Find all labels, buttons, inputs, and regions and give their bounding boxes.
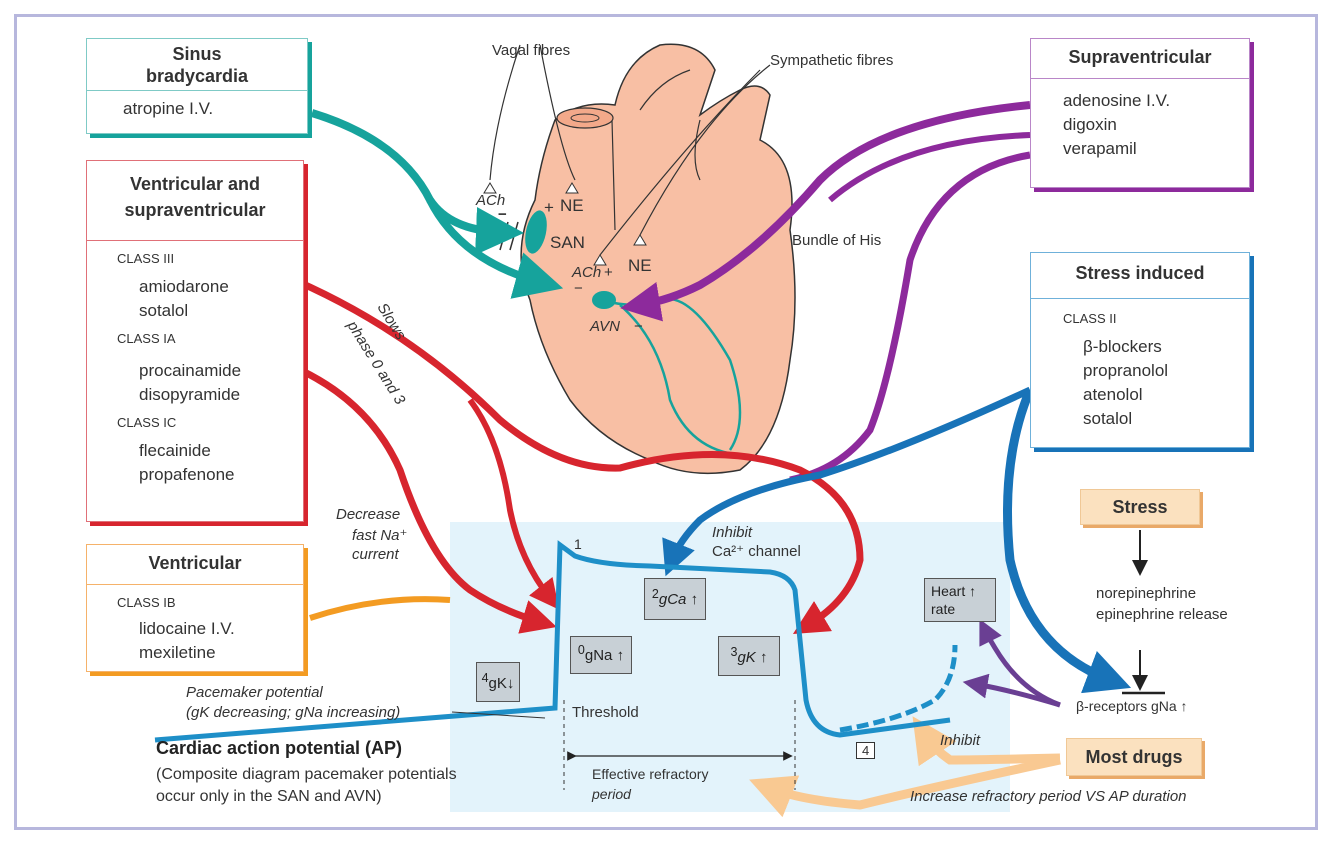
- caption-line-2: occur only in the SAN and AVN): [156, 788, 382, 805]
- gna-phase-number: 0: [577, 643, 585, 657]
- minus-label-3: −: [634, 318, 643, 335]
- decrease-label-3: current: [352, 546, 399, 563]
- gk-label: gK: [737, 649, 756, 666]
- propranolol-label: propranolol: [1083, 361, 1169, 380]
- increase-refractory-label: Increase refractory period VS AP duratio…: [910, 788, 1187, 805]
- pacemaker-label-2: (gK decreasing; gNa increasing): [186, 704, 401, 721]
- inhibit-label: Inhibit: [940, 732, 981, 749]
- gk-phase4-box: 4gK↓: [476, 662, 520, 702]
- pacemaker-label-1: Pacemaker potential: [186, 684, 323, 701]
- sinus-bradycardia-box: Sinus bradycardia atropine I.V.: [86, 38, 308, 134]
- caption-line-1: (Composite diagram pacemaker potentials: [156, 766, 457, 783]
- figure-frame: [14, 14, 1318, 830]
- atenolol-label: atenolol: [1083, 385, 1143, 404]
- beta-receptors-label: β-receptors gNa ↑: [1076, 698, 1188, 714]
- adenosine-label: adenosine I.V.: [1063, 91, 1171, 110]
- inhibit-ca-label-1: Inhibit: [712, 524, 753, 541]
- inhibit-ca-label-2: Ca²⁺ channel: [712, 543, 801, 560]
- gca-box: 2gCa ↑: [644, 578, 706, 620]
- heart-rate-box: Heart ↑ rate: [924, 578, 996, 622]
- vagal-fibres-label: Vagal fibres: [492, 42, 571, 59]
- erp-label-1: Effective refractory: [592, 766, 709, 782]
- san-label: SAN: [550, 233, 585, 252]
- mexiletine-label: mexiletine: [139, 643, 216, 662]
- plus-label-2: +: [604, 264, 613, 281]
- disopyramide-label: disopyramide: [139, 385, 241, 404]
- phase-4-label: 4: [856, 742, 876, 759]
- class-ia-label: CLASS IA: [117, 331, 176, 346]
- threshold-label: Threshold: [572, 704, 639, 721]
- verapamil-label: verapamil: [1063, 139, 1137, 158]
- plus-label-1: +: [544, 198, 554, 217]
- class-iii-label: CLASS III: [117, 251, 175, 266]
- ventricular-title: Ventricular: [87, 545, 303, 585]
- decrease-label-1: Decrease: [336, 506, 401, 523]
- ventricular-box: Ventricular CLASS IB lidocaine I.V. mexi…: [86, 544, 304, 672]
- minus-label-1: −: [498, 206, 507, 223]
- beta-blockers-label: β-blockers: [1083, 337, 1162, 356]
- bundle-of-his-label: Bundle of His: [792, 232, 882, 249]
- gk-box: 3gK ↑: [718, 636, 780, 676]
- epinephrine-release-label: epinephrine release: [1096, 606, 1228, 623]
- phase-1-label: 1: [574, 536, 582, 552]
- gk4-phase-number: 4: [481, 671, 489, 685]
- ach-label-1: ACh: [476, 192, 506, 209]
- heart-rate-label-1: Heart: [931, 583, 966, 599]
- gna-label: gNa: [584, 647, 613, 664]
- ach-label-2: ACh: [572, 264, 602, 281]
- erp-label-2: period: [592, 786, 631, 802]
- decrease-label-2: fast Na⁺: [352, 527, 408, 544]
- gk-phase-number: 3: [730, 645, 738, 659]
- stress-induced-box: Stress induced CLASS II β-blockers propr…: [1030, 252, 1250, 448]
- gca-phase-number: 2: [651, 587, 659, 601]
- gk4-label: gK: [488, 675, 507, 692]
- flecainide-label: flecainide: [139, 441, 211, 460]
- supraventricular-title: Supraventricular: [1031, 39, 1249, 79]
- procainamide-label: procainamide: [139, 361, 242, 380]
- class-ic-label: CLASS IC: [117, 415, 177, 430]
- sinus-bradycardia-title: Sinus bradycardia: [87, 39, 307, 91]
- gna-box: 0gNa ↑: [570, 636, 632, 674]
- sotalol-label: sotalol: [139, 301, 189, 320]
- supraventricular-box: Supraventricular adenosine I.V. digoxin …: [1030, 38, 1250, 188]
- stress-box: Stress: [1080, 489, 1200, 525]
- atropine-label: atropine I.V.: [123, 99, 214, 118]
- norepinephrine-label: norepinephrine: [1096, 585, 1197, 602]
- class-ii-label: CLASS II: [1063, 311, 1117, 326]
- class-ib-label: CLASS IB: [117, 595, 176, 610]
- beta-receptors-text: β-receptors gNa: [1076, 698, 1177, 714]
- heart-illustration: [520, 43, 796, 475]
- most-drugs-box: Most drugs: [1066, 738, 1202, 776]
- sympathetic-fibres-label: Sympathetic fibres: [770, 52, 894, 69]
- ne-label-1: NE: [560, 196, 584, 215]
- heart-rate-label-2: rate: [931, 601, 956, 617]
- stress-induced-title: Stress induced: [1031, 253, 1249, 299]
- avn-label: AVN: [590, 318, 621, 335]
- digoxin-label: digoxin: [1063, 115, 1117, 134]
- minus-label-2: −: [574, 280, 583, 297]
- caption-title: Cardiac action potential (AP): [156, 738, 403, 758]
- ventricular-supraventricular-title: Ventricular and supraventricular: [87, 161, 303, 241]
- gca-label: gCa: [658, 591, 687, 608]
- caption-text: (Composite diagram pacemaker potentials …: [156, 764, 576, 808]
- amiodarone-label: amiodarone: [139, 277, 229, 296]
- lidocaine-label: lidocaine I.V.: [139, 619, 235, 638]
- sotalol-ii-label: sotalol: [1083, 409, 1133, 428]
- ventricular-supraventricular-box: Ventricular and supraventricular CLASS I…: [86, 160, 304, 522]
- propafenone-label: propafenone: [139, 465, 235, 484]
- ne-label-2: NE: [628, 256, 652, 275]
